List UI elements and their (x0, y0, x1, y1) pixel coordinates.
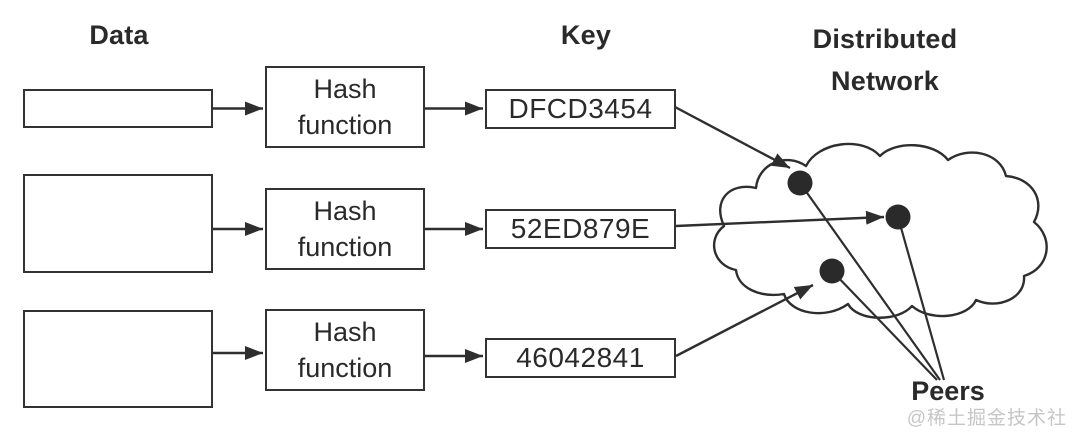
distributed-network-title-line1: Distributed (812, 24, 958, 54)
watermark-text: @稀土掘金技术社区 (906, 408, 1067, 429)
network-cloud (713, 142, 1048, 319)
hash-function-box-2: Hash function (265, 188, 425, 270)
hash-function-box-1: Hash function (265, 66, 425, 148)
data-column-title: Data (89, 20, 149, 50)
arrow-key3-to-peer3 (675, 283, 814, 358)
peers-label: Peers (911, 376, 985, 406)
data-box-3 (23, 310, 213, 408)
key-column-title: Key (560, 20, 612, 50)
data-box-2 (23, 174, 213, 273)
peer-dot-2 (885, 204, 911, 230)
data-box-1 (23, 89, 213, 128)
peer-dot-3 (819, 258, 845, 284)
key-box-1: DFCD3454 (485, 89, 676, 129)
peer-dot-1 (787, 170, 813, 196)
distributed-network-title-line2: Network (831, 66, 939, 96)
key-box-3: 46042841 (485, 338, 676, 378)
peers-pointer-line-3 (831, 270, 938, 381)
arrow-key1-to-peer1 (674, 105, 791, 170)
peers-pointer-line-1 (799, 182, 941, 381)
key-box-2: 52ED879E (485, 209, 676, 249)
distributed-network-title: Distributed Network (789, 18, 981, 102)
peers-pointer-line-2 (896, 216, 946, 381)
hash-function-box-3: Hash function (265, 309, 425, 391)
arrow-key2-to-peer2 (675, 210, 885, 228)
